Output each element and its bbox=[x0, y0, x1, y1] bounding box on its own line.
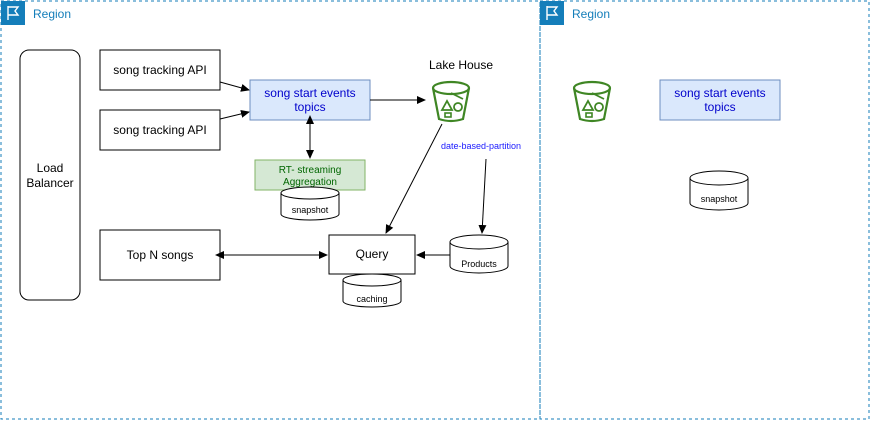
caching-label: caching bbox=[356, 294, 387, 304]
products-store[interactable]: Products bbox=[449, 234, 509, 274]
region-label: Region bbox=[572, 7, 610, 21]
edge-partition-to-products bbox=[478, 158, 487, 234]
flag-icon bbox=[1, 1, 25, 25]
caching-store[interactable]: caching bbox=[342, 273, 402, 308]
snapshot-store-right[interactable]: snapshot bbox=[689, 170, 749, 211]
topics-label-line2: topics bbox=[294, 100, 325, 114]
snapshot-label: snapshot bbox=[292, 205, 329, 215]
aggregation-label-line2: Aggregation bbox=[283, 177, 337, 188]
region-left: Region bbox=[0, 0, 541, 420]
s3-bucket-icon bbox=[431, 80, 471, 123]
api-label: song tracking API bbox=[113, 63, 206, 77]
song-tracking-api-1[interactable]: song tracking API bbox=[99, 49, 221, 91]
s3-bucket-icon bbox=[572, 80, 612, 123]
api-label: song tracking API bbox=[113, 123, 206, 137]
load-balancer-label-line1: Load bbox=[37, 161, 64, 175]
region-label: Region bbox=[33, 7, 71, 21]
flag-icon bbox=[540, 1, 564, 25]
region-right: Region bbox=[539, 0, 870, 420]
song-tracking-api-2[interactable]: song tracking API bbox=[99, 109, 221, 151]
song-start-events-topics-right[interactable]: song start events topics bbox=[659, 79, 781, 121]
topics-label-line2: topics bbox=[704, 100, 735, 114]
rt-streaming-aggregation[interactable]: RT- streaming Aggregation bbox=[254, 159, 366, 191]
snapshot-store-left[interactable]: snapshot bbox=[280, 186, 340, 221]
date-based-partition-label: date-based-partition bbox=[441, 141, 521, 151]
topics-label-line1: song start events bbox=[674, 86, 765, 100]
song-start-events-topics-left[interactable]: song start events topics bbox=[249, 79, 371, 121]
snapshot-label: snapshot bbox=[701, 194, 738, 204]
connectors bbox=[215, 81, 487, 259]
topics-label-line1: song start events bbox=[264, 86, 355, 100]
query-node[interactable]: Query bbox=[328, 234, 416, 275]
products-label: Products bbox=[461, 259, 497, 269]
aggregation-label-line1: RT- streaming bbox=[279, 165, 342, 176]
load-balancer-label-line2: Balancer bbox=[26, 176, 73, 190]
edge-lakehouse-to-query bbox=[385, 123, 443, 234]
top-n-label: Top N songs bbox=[127, 248, 194, 262]
query-label: Query bbox=[356, 247, 389, 261]
lake-house-label: Lake House bbox=[429, 58, 493, 72]
top-n-songs-node[interactable]: Top N songs bbox=[99, 229, 221, 281]
edge-api2-to-topics bbox=[219, 109, 250, 120]
load-balancer-node[interactable]: Load Balancer bbox=[19, 49, 81, 301]
edge-api1-to-topics bbox=[219, 81, 250, 92]
